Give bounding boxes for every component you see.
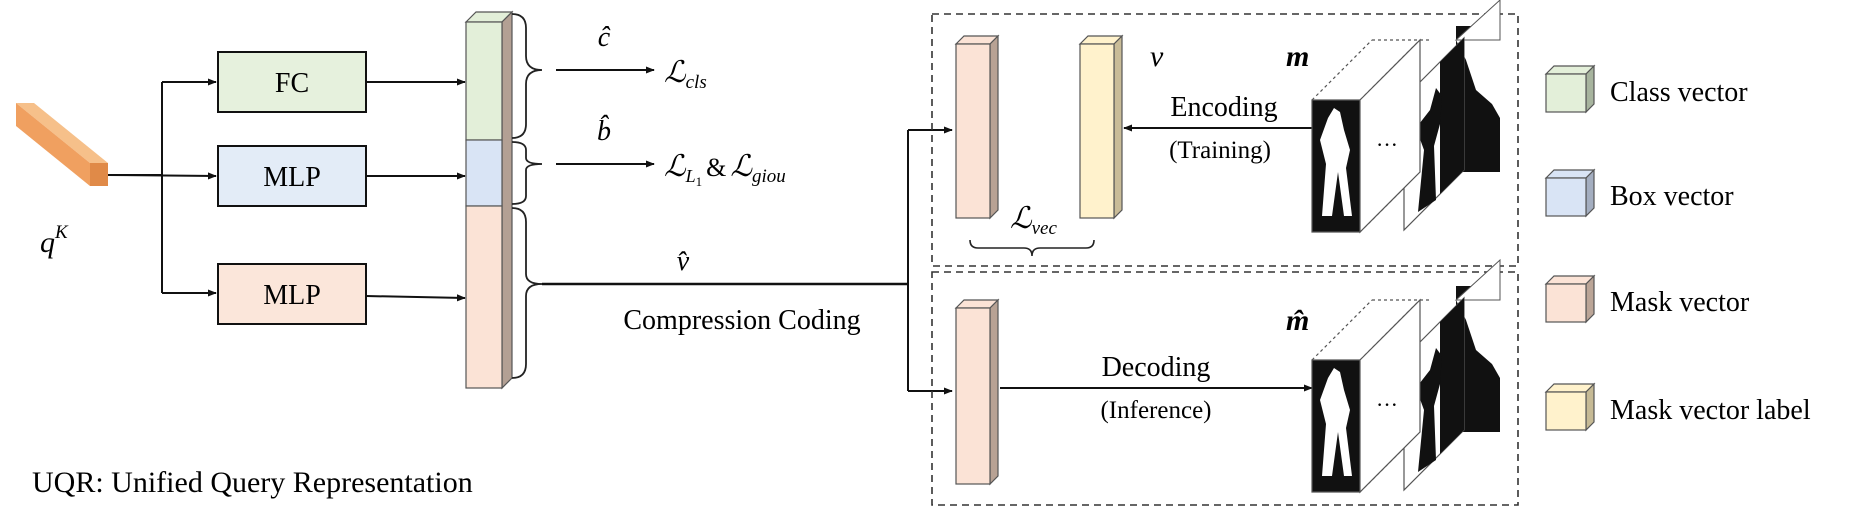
query-top-face: [16, 103, 108, 163]
training-panel: [931, 13, 1519, 267]
uqr-side-face: [501, 10, 513, 390]
fc-head-label: FC: [275, 68, 309, 99]
class-hat-label: ĉ: [598, 22, 611, 53]
fc-head: FC: [217, 51, 367, 113]
legend-label-box: Box vector: [1610, 181, 1734, 212]
braces: [511, 13, 543, 379]
m-label: m: [1286, 40, 1309, 73]
head-arrows: [365, 78, 466, 302]
predicted-vector-inference: [954, 298, 1000, 486]
unified-query-vector: [464, 10, 514, 390]
mask-stack-training: ···: [1311, 0, 1501, 234]
mask-frame-front: [1311, 38, 1421, 234]
encoding-note: (Training): [1169, 137, 1271, 164]
v-label: v: [1150, 40, 1164, 73]
inference-panel: [931, 271, 1519, 506]
mask-frame-back-inf: [1454, 258, 1501, 432]
mask-frame-back: [1454, 0, 1501, 172]
output-arrows: [556, 66, 655, 168]
caption: UQR: Unified Query Representation: [32, 466, 473, 499]
mlp-mask-head-label: MLP: [263, 280, 321, 311]
brace-mask: [511, 207, 543, 379]
mask-stack-inference: ···: [1311, 258, 1501, 494]
mlp-box-head: MLP: [217, 145, 367, 207]
mask-frame-front-inf: [1311, 298, 1421, 494]
legend-item-class: Class vector: [1544, 64, 1748, 114]
legend-item-mask-label: Mask vector label: [1544, 382, 1811, 432]
brace-class: [511, 13, 543, 139]
loss-vec: ℒvec: [1010, 202, 1057, 239]
loss-l1-giou: ℒL1&ℒgiou: [664, 150, 786, 189]
brace-box: [511, 141, 543, 205]
query-front-face: [16, 103, 90, 186]
uqr-box-segment: [465, 139, 503, 207]
query-block: [16, 103, 108, 186]
loss-cls: ℒcls: [664, 56, 707, 93]
query-branches: [107, 78, 217, 297]
box-hat-label: b̂: [597, 115, 611, 147]
legend-label-mask-vector-label: Mask vector label: [1610, 395, 1811, 426]
compression-coding-label: Compression Coding: [623, 305, 860, 336]
decoding-note: (Inference): [1100, 397, 1211, 424]
decoding-label: Decoding: [1102, 352, 1211, 383]
m-hat-label: m̂: [1286, 304, 1309, 337]
vec-hat-label: v̂: [677, 246, 690, 277]
compression-branches: [907, 126, 953, 395]
legend: Class vector Box vector Mask vector Mask…: [1544, 64, 1811, 432]
query-label: qK: [40, 222, 69, 259]
predicted-vector-training: [954, 34, 1000, 220]
encoding-label: Encoding: [1170, 92, 1277, 123]
mask-vector-label-v: [1078, 34, 1124, 220]
inference-ellipsis: ···: [1376, 392, 1398, 417]
legend-item-mask: Mask vector: [1544, 274, 1750, 324]
legend-item-box: Box vector: [1544, 168, 1734, 218]
uqr-class-segment: [465, 21, 503, 141]
legend-label-mask: Mask vector: [1610, 287, 1750, 318]
uqr-mask-segment: [465, 205, 503, 389]
mlp-mask-head: MLP: [217, 263, 367, 325]
mlp-box-head-label: MLP: [263, 162, 321, 193]
loss-vec-bracket: [969, 239, 1095, 257]
legend-label-class: Class vector: [1610, 77, 1748, 108]
query-end-face: [90, 163, 108, 186]
training-ellipsis: ···: [1376, 132, 1398, 157]
